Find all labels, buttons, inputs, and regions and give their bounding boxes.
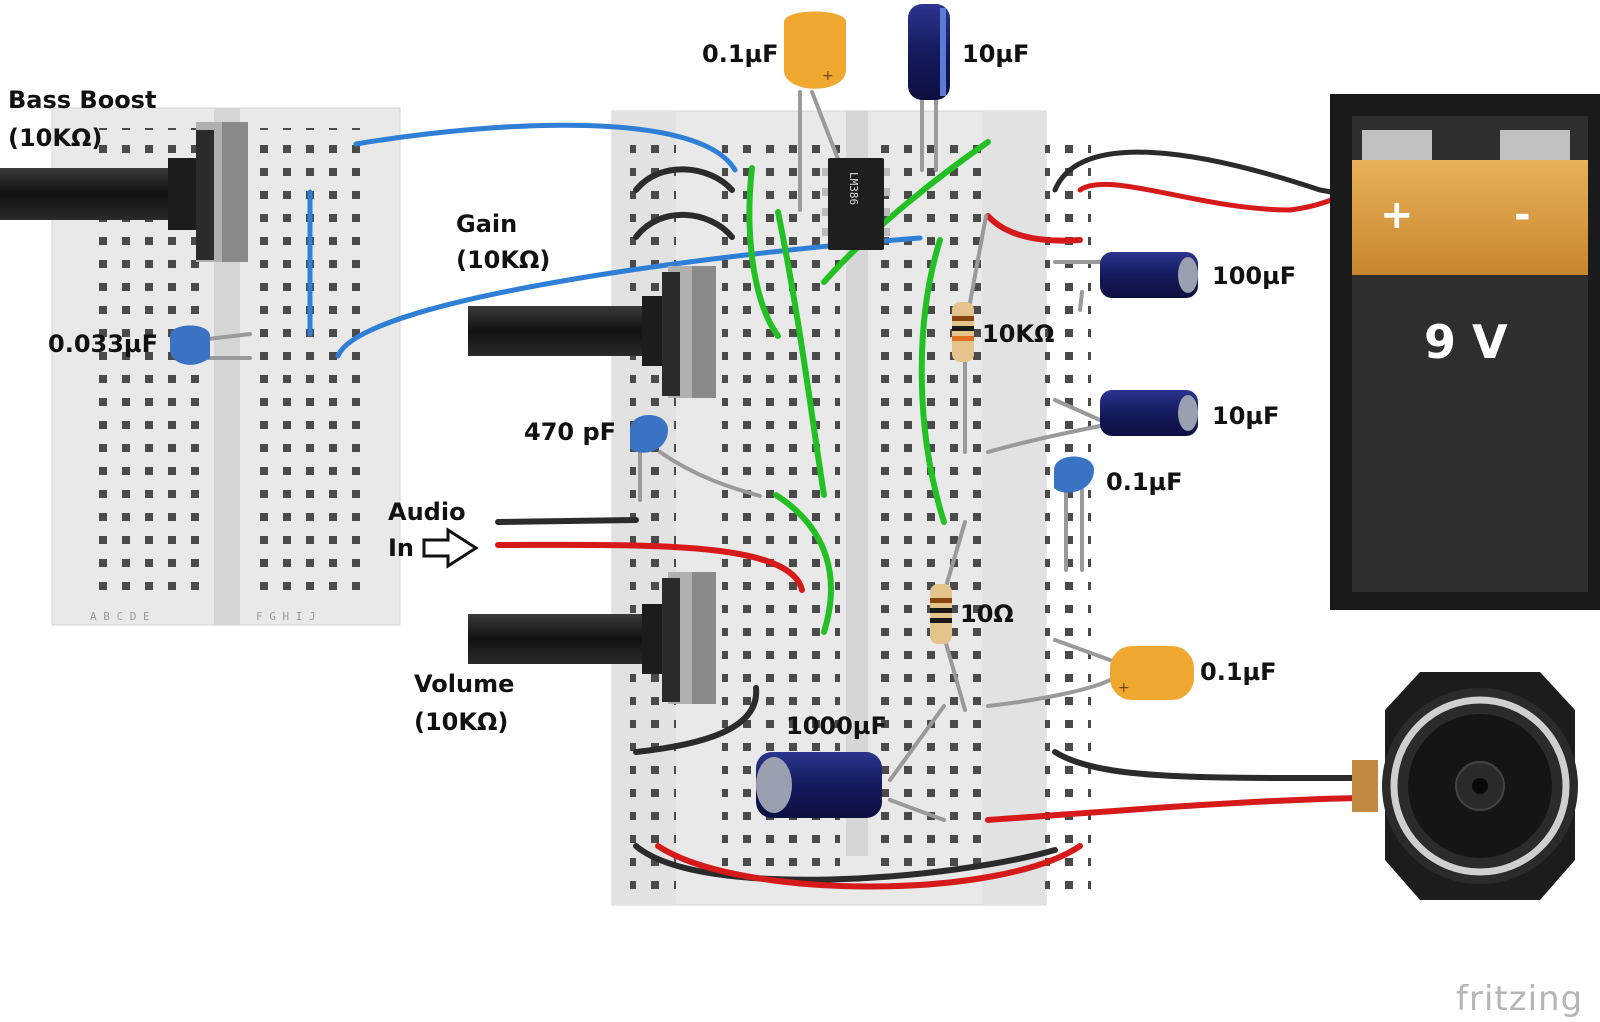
green-wire-2 — [775, 209, 827, 498]
cap-ceramic-0.033uf — [170, 325, 210, 365]
main-breadboard — [611, 110, 1091, 906]
cap-100uf — [1100, 252, 1198, 298]
black-rail-bottom — [633, 843, 1058, 883]
cap-top-01-label: 0.1µF — [702, 40, 779, 68]
speaker-black-wire — [1052, 749, 1363, 782]
wires — [198, 90, 1586, 890]
res-10k-label: 10KΩ — [982, 320, 1054, 348]
black-jumper-1 — [633, 166, 735, 193]
svg-text:+: + — [1118, 680, 1130, 696]
cap-right-10-label: 10µF — [1212, 402, 1279, 430]
lm386-chip: LM386 — [822, 158, 890, 250]
audio-in-label: Audio — [388, 498, 466, 526]
gain-pot — [468, 266, 716, 398]
gain-value: (10KΩ) — [456, 246, 550, 274]
res-10-label: 10Ω — [960, 600, 1014, 628]
resistor-10ohm — [930, 584, 952, 644]
cap-100-label: 100µF — [1212, 262, 1296, 290]
battery-minus: - — [1514, 192, 1531, 238]
cap-ceramic-470pf — [630, 415, 668, 453]
audio-black-wire — [495, 517, 639, 525]
cap-1000-label: 1000µF — [786, 712, 887, 740]
green-wire-1 — [746, 165, 781, 339]
battery-plus: + — [1380, 192, 1414, 238]
cap-bottom-0.1uf: + — [1110, 646, 1194, 700]
fritzing-logo: fritzing — [1456, 979, 1583, 1019]
green-wire-4 — [918, 237, 947, 525]
cap-top-10uf — [908, 4, 950, 100]
bass-boost-value: (10KΩ) — [8, 124, 102, 152]
cap-ceramic-0.1uf-right — [1054, 456, 1094, 493]
cap-right-01-label: 0.1µF — [1106, 468, 1183, 496]
cap-470p-label: 470 pF — [524, 418, 616, 446]
cap-0033-label: 0.033µF — [48, 330, 158, 358]
audio-in-label-2: In — [388, 534, 414, 562]
cap-1000uf — [756, 752, 882, 818]
speaker-red-wire — [985, 795, 1363, 823]
audio-in-arrow-icon — [422, 527, 479, 569]
volume-value: (10KΩ) — [414, 708, 508, 736]
volume-pot — [468, 572, 716, 704]
svg-text:A B C D E: A B C D E — [90, 610, 150, 623]
cap-top-0.1uf: + — [784, 11, 846, 89]
red-wire-right — [985, 213, 1083, 244]
battery-9v: + - 9 V — [1330, 94, 1600, 610]
red-rail-bottom — [655, 843, 1083, 890]
resistor-10k — [952, 302, 974, 362]
labels: Bass Boost (10KΩ) Gain (10KΩ) 0.033µF 47… — [8, 40, 1296, 740]
cap-bottom-01-label: 0.1µF — [1200, 658, 1277, 686]
blue-wire-bass-to-main — [353, 122, 738, 173]
green-wire-3 — [821, 139, 991, 285]
black-wire-vol — [633, 685, 760, 755]
bass-boost-label: Bass Boost — [8, 86, 156, 114]
blue-wire-gain-to-main — [335, 235, 923, 359]
svg-text:+: + — [822, 68, 834, 84]
cap-right-10uf — [1100, 390, 1198, 436]
gain-label: Gain — [456, 210, 517, 238]
cap-top-10-label: 10µF — [962, 40, 1029, 68]
svg-text:F G H I J: F G H I J — [256, 610, 316, 623]
battery-voltage: 9 V — [1424, 315, 1508, 369]
volume-label: Volume — [414, 670, 514, 698]
green-wire-5 — [773, 492, 834, 635]
bass-boost-pot — [0, 122, 248, 262]
ic-label: LM386 — [847, 172, 860, 205]
black-jumper-2 — [633, 211, 735, 240]
speaker — [1352, 672, 1578, 900]
audio-red-wire — [495, 541, 805, 593]
